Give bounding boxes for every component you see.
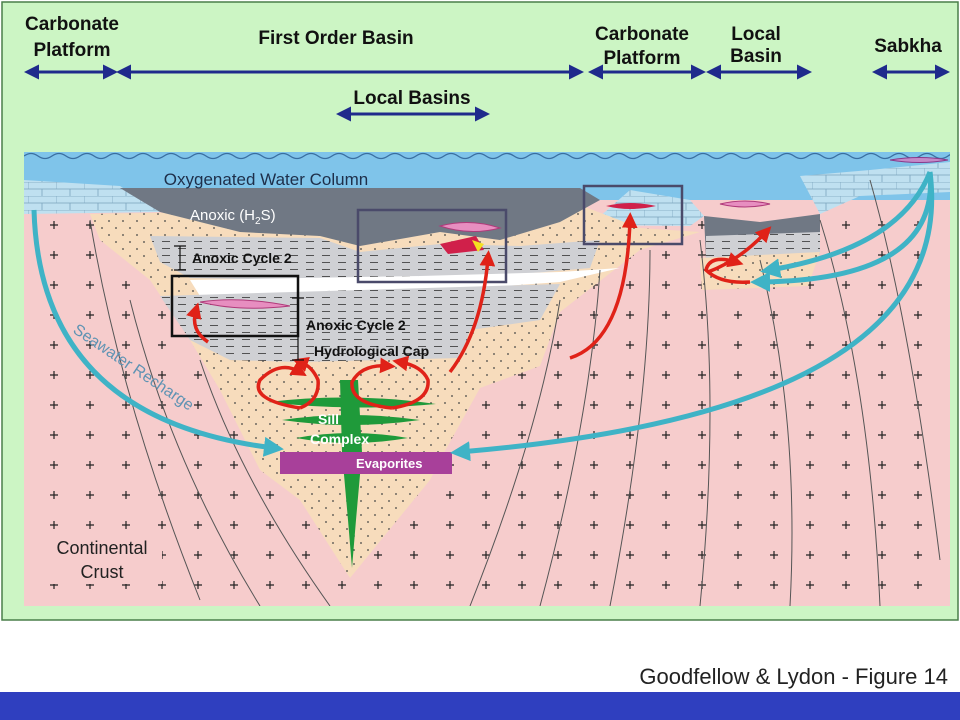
blue-recharge-arrow-icon bbox=[31, 209, 284, 457]
blue-recharge-arrows bbox=[31, 171, 935, 462]
header-local-basin-2: Basin bbox=[730, 46, 782, 67]
carbonate-platform-right bbox=[590, 190, 704, 226]
label-anoxic-prefix: Anoxic (H bbox=[190, 207, 255, 224]
thickness-indicators bbox=[174, 245, 304, 361]
header-local-basin-1: Local bbox=[731, 24, 781, 45]
header-arrows bbox=[24, 64, 950, 122]
box-carbonate-platform bbox=[582, 184, 684, 246]
label-oxygenated-water: Oxygenated Water Column bbox=[164, 170, 368, 189]
crust-label-bg bbox=[44, 536, 162, 584]
evaporites-layer bbox=[280, 452, 452, 474]
header-sabkha: Sabkha bbox=[874, 36, 942, 57]
label-sill-2: Complex bbox=[310, 431, 369, 447]
label-hydrological-cap: Hydrological Cap bbox=[314, 343, 429, 359]
red-flow-arrow-icon bbox=[350, 357, 396, 410]
label-anoxic-suffix: S) bbox=[261, 207, 276, 224]
label-anoxic-cycle-lower: Anoxic Cycle 2 bbox=[306, 317, 406, 333]
blue-recharge-arrow-icon bbox=[760, 171, 933, 279]
header-local-basins: Local Basins bbox=[353, 88, 470, 109]
label-continental-crust-1: Continental bbox=[56, 538, 147, 558]
red-flow-arrow-icon bbox=[391, 355, 430, 410]
red-flow-arrow-icon bbox=[256, 361, 307, 410]
local-basin-right-sediment bbox=[700, 252, 820, 290]
header-carbonate-platform-left-2: Platform bbox=[33, 40, 110, 61]
header-first-order-basin: First Order Basin bbox=[258, 28, 413, 49]
blue-recharge-arrow-icon bbox=[750, 171, 934, 292]
red-flow-arrow-icon bbox=[569, 212, 638, 360]
red-flow-arrows bbox=[186, 212, 772, 410]
red-flow-arrow-icon bbox=[186, 302, 210, 344]
header-carbonate-platform-right-2: Platform bbox=[603, 48, 680, 69]
blue-recharge-arrow-icon bbox=[450, 171, 935, 462]
ore-bodies bbox=[199, 157, 949, 309]
red-flow-arrow-icon bbox=[448, 250, 496, 374]
header-carbonate-platform-left-1: Carbonate bbox=[25, 14, 119, 35]
label-evaporites: Evaporites bbox=[356, 456, 422, 471]
label-anoxic: Anoxic (H2S) bbox=[190, 207, 276, 227]
label-anoxic-cycle-upper: Anoxic Cycle 2 bbox=[192, 250, 292, 266]
label-sill-1: Sill bbox=[318, 411, 339, 427]
header-carbonate-platform-right-1: Carbonate bbox=[595, 24, 689, 45]
box-local-basin-center bbox=[356, 208, 508, 284]
red-flow-arrow-icon bbox=[704, 252, 751, 284]
carbonate-sabkha bbox=[800, 162, 950, 214]
label-continental-crust-2: Crust bbox=[80, 562, 123, 582]
wave-line bbox=[24, 152, 950, 160]
red-flow-arrow-icon bbox=[292, 357, 320, 410]
figure-caption: Goodfellow & Lydon - Figure 14 bbox=[639, 664, 948, 689]
carbonate-platform-left bbox=[24, 180, 160, 214]
footer-bar bbox=[0, 692, 960, 720]
label-anoxic-sub: 2 bbox=[255, 216, 261, 227]
